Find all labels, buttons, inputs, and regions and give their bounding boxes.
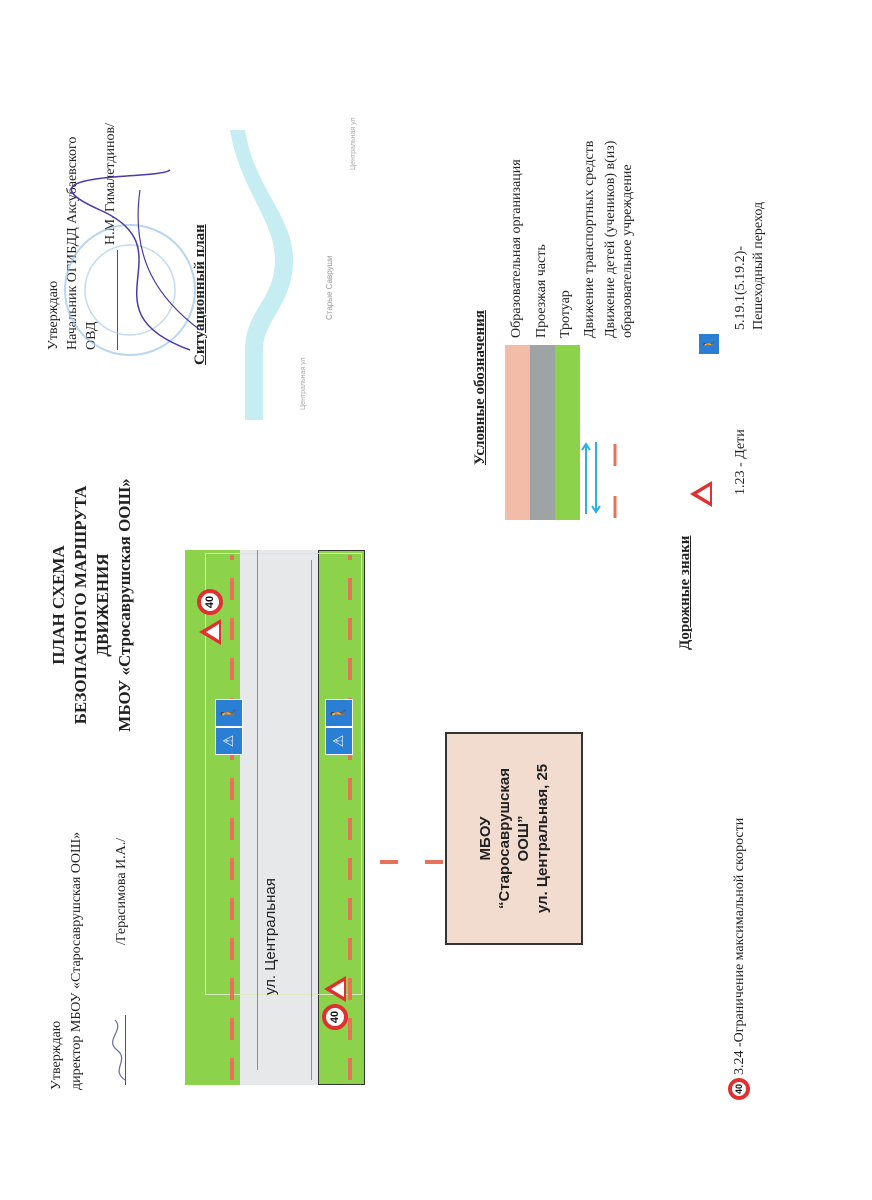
legend-swatches (505, 345, 580, 520)
map-street-label: Центральная ул (350, 117, 357, 170)
school-name: ООШ” (515, 815, 532, 862)
page-title: ПЛАН СХЕМА БЕЗОПАСНОГО МАРШРУТА ДВИЖЕНИЯ… (48, 455, 136, 755)
legend-item: Тротуар (558, 290, 573, 338)
title-line: ДВИЖЕНИЯ (93, 553, 112, 657)
children-sign-icon (199, 619, 221, 645)
traffic-direction-line (311, 560, 312, 1080)
children-sign-icon (690, 481, 712, 507)
crosswalk-sign-icon: 🚶 (325, 699, 353, 727)
road-scheme: ул. Центральная 40 ⚠🚶 ⚠🚶 40 (185, 550, 365, 1085)
legend-swatch-school (505, 345, 530, 520)
sign-crossing-label: 5.19.1(5.19.2)- (733, 246, 748, 330)
school-name: “Старосаврушская (496, 768, 513, 909)
crosswalk-sign-icon: 🚶 (215, 699, 243, 727)
crosswalk-signs-bottom: ⚠🚶 (325, 699, 353, 755)
situational-plan-heading: Ситуационный план (192, 224, 208, 365)
approve-left-position: директор МБОУ «Старосаврушская ООШ» (69, 831, 84, 1090)
legend-item: Образовательная организация (509, 159, 524, 338)
map-village-label: Старые Савруши (325, 255, 334, 320)
crosswalk-sign-icon: 🚶 (698, 333, 720, 355)
legend-item: образовательное учреждение (620, 164, 635, 338)
title-line: БЕЗОПАСНОГО МАРШРУТА (71, 485, 90, 725)
legend-item: Движение детей (учеников) в(из) (603, 140, 618, 338)
children-route-line (348, 555, 352, 1080)
sign-speed-entry: 40 3.24 -Ограничение максимальной скорос… (728, 818, 750, 1100)
street-label: ул. Центральная (262, 878, 279, 995)
traffic-direction-line (257, 550, 258, 1070)
legend-swatch-sidewalk (555, 345, 580, 520)
legend-swatch-road (530, 345, 555, 520)
stamp-and-signature (64, 169, 201, 356)
children-route-line (230, 555, 234, 1080)
crosswalk-sign-icon: ⚠ (325, 727, 353, 755)
sign-group-bottom: 40 (322, 976, 348, 1030)
school-address: ул. Центральная, 25 (534, 763, 551, 914)
sign-group-top: 40 (197, 589, 223, 645)
legend-item: Движение транспортных средств (582, 140, 597, 338)
school-building: МБОУ “Старосаврушская ООШ” ул. Центральн… (445, 732, 583, 945)
title-line: ПЛАН СХЕМА (49, 545, 68, 665)
legend-item: Проезжая часть (534, 244, 549, 338)
crosswalk-sign-icon: ⚠ (215, 727, 243, 755)
children-sign-icon (324, 976, 346, 1002)
sign-children-label: 1.23 - Дети (733, 429, 748, 495)
sign-speed-label: 3.24 -Ограничение максимальной скорости (731, 817, 747, 1075)
crosswalk-signs-top: ⚠🚶 (215, 699, 243, 755)
situational-map (230, 130, 293, 420)
signature-left (112, 1019, 126, 1081)
route-connector (380, 860, 445, 864)
title-line: МБОУ «Стросаврушская ООШ» (115, 478, 134, 732)
traffic-arrows-icon (581, 442, 617, 518)
approve-left-signer: /Герасимова И.А./ (114, 837, 129, 945)
road-signs-heading: Дорожные знаки (677, 535, 693, 650)
map-street-label: Центральная ул (300, 357, 307, 410)
school-zone (205, 553, 362, 995)
speed-limit-sign-icon: 40 (197, 589, 223, 615)
sign-crossing-label: Пешеходный переход (751, 201, 766, 330)
speed-limit-sign-icon: 40 (322, 1004, 348, 1030)
speed-limit-sign-icon: 40 (728, 1078, 750, 1100)
legend-heading: Условные обозначения (472, 310, 488, 465)
school-name: МБОУ (477, 816, 494, 861)
approve-left-label: Утверждаю (49, 1020, 64, 1090)
